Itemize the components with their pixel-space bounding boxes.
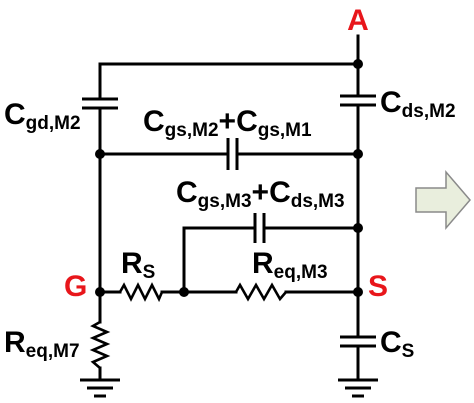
- capacitor-cs: [340, 335, 376, 348]
- ground-icon: [338, 378, 378, 398]
- label-cgs-m2-m1: Cgs,M2+Cgs,M1: [143, 105, 312, 141]
- ground-icon: [80, 378, 120, 398]
- label-cs: CS: [380, 326, 414, 362]
- label-cds-m2: Cds,M2: [380, 86, 456, 122]
- label-req-m7: Req,M7: [4, 326, 80, 362]
- label-rs: RS: [121, 247, 155, 283]
- resistor-req-m3: [234, 282, 287, 302]
- right-arrow-icon: [415, 169, 471, 231]
- capacitor-cds-m2: [340, 94, 376, 107]
- node-label-s: S: [368, 270, 388, 303]
- capacitor-cgd-m2: [82, 97, 118, 110]
- node-label-a: A: [347, 4, 369, 37]
- label-req-m3: Req,M3: [252, 247, 328, 283]
- node-label-g: G: [64, 270, 87, 303]
- capacitor-cgs-m2-m1: [226, 138, 239, 170]
- capacitor-cgs-m3: [253, 213, 266, 243]
- junction-nodes: [95, 59, 363, 297]
- label-cgd-m2: Cgd,M2: [4, 98, 81, 134]
- label-cgs-m3-cds-m3: Cgs,M3+Cds,M3: [176, 176, 345, 212]
- resistor-rs: [118, 282, 164, 303]
- resistor-req-m7: [89, 320, 111, 369]
